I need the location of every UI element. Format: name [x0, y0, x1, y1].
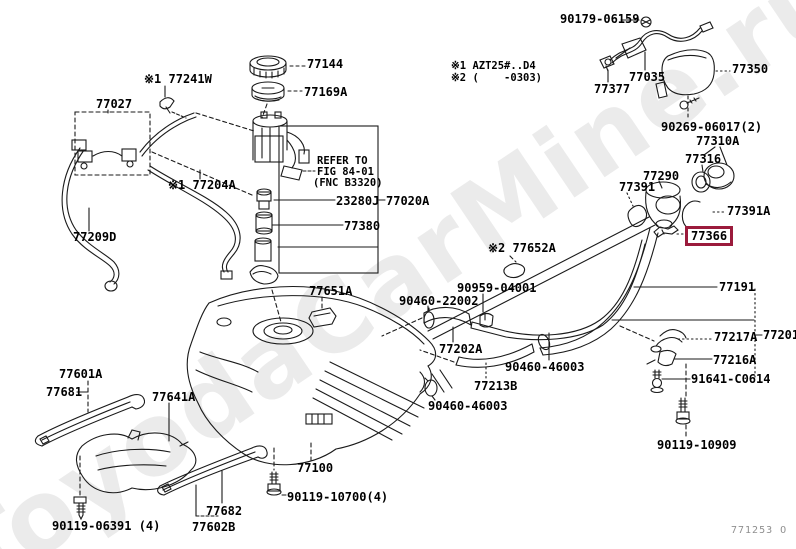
part-label-77366[interactable]: 77366: [685, 226, 734, 246]
cap-gasket-drawing: [251, 81, 285, 102]
part-label-77377[interactable]: 77377: [594, 82, 631, 96]
part-label-77682[interactable]: 77682: [206, 504, 243, 518]
part-label-77652A[interactable]: ※2 77652A: [488, 241, 556, 255]
part-label-90460-46003-upper[interactable]: 90460-46003: [505, 360, 585, 374]
part-label-77316[interactable]: 77316: [685, 152, 722, 166]
bracket-77217A-drawing: [650, 329, 687, 353]
part-label-77391A[interactable]: 77391A: [727, 204, 771, 218]
part-label-77391[interactable]: 77391: [619, 180, 656, 194]
part-label-77602B[interactable]: 77602B: [192, 520, 236, 534]
cap-ring-77316-drawing: [691, 171, 711, 193]
part-label-77201[interactable]: 77201: [763, 328, 796, 342]
part-label-77020A[interactable]: 77020A: [386, 194, 430, 208]
part-label-77216A[interactable]: 77216A: [713, 353, 757, 367]
bracket-77216A-drawing: [646, 349, 677, 367]
part-label-90460-22002[interactable]: 90460-22002: [399, 294, 479, 308]
fuel-filter-drawing: [256, 188, 272, 210]
part-label-77204A[interactable]: ※1 77204A: [168, 178, 236, 192]
part-label-90959-04001[interactable]: 90959-04001: [457, 281, 537, 295]
clip-77241W-drawing: [159, 97, 175, 114]
part-label-90119-10909[interactable]: 90119-10909: [657, 438, 737, 452]
part-label-23280J[interactable]: 23280J: [336, 194, 380, 208]
part-label-77380[interactable]: 77380: [344, 219, 381, 233]
part-label-77035[interactable]: 77035: [629, 70, 666, 84]
hose-set-77027-drawing: [74, 111, 151, 176]
part-label-77241W[interactable]: ※1 77241W: [144, 72, 212, 86]
bolt-10909-drawing: [675, 397, 691, 425]
part-label-77310A[interactable]: 77310A: [696, 134, 740, 148]
part-label-77209D[interactable]: 77209D: [73, 230, 117, 244]
part-label-77651A[interactable]: 77651A: [309, 284, 353, 298]
part-label-77144[interactable]: 77144: [307, 57, 344, 71]
part-label-77217A[interactable]: 77217A: [714, 330, 758, 344]
tube-77204A-drawing: [139, 112, 241, 280]
part-label-77202A[interactable]: 77202A: [439, 342, 483, 356]
figure-code: 771253 O: [731, 525, 788, 536]
part-label-90119-10700[interactable]: 90119-10700(4): [287, 490, 389, 504]
part-label-77601A[interactable]: 77601A: [59, 367, 103, 381]
part-label-90460-46003-lower[interactable]: 90460-46003: [428, 399, 508, 413]
hose-77209D-drawing: [61, 139, 120, 292]
bolt-10700-drawing: [266, 471, 282, 496]
part-label-91641-C0614[interactable]: 91641-C0614: [691, 372, 771, 386]
part-label-90269-06017[interactable]: 90269-06017(2): [661, 120, 763, 134]
part-label-77213B[interactable]: 77213B: [474, 379, 518, 393]
bolt-91641-drawing: [650, 369, 664, 394]
part-label-77681[interactable]: 77681: [46, 385, 83, 399]
refer-note-line-3: (FNC B3320): [313, 177, 383, 189]
refer-note-line-1: REFER TO: [317, 155, 368, 167]
part-label-77100[interactable]: 77100: [297, 461, 334, 475]
part-label-77169A[interactable]: 77169A: [304, 85, 348, 99]
part-label-77191[interactable]: 77191: [719, 280, 756, 294]
filler-cap-77310A-drawing: [703, 162, 735, 190]
part-label-90119-06391[interactable]: 90119-06391 (4): [52, 519, 161, 533]
fuel-cap-drawing: [249, 55, 287, 79]
part-label-77290[interactable]: 77290: [643, 169, 680, 183]
part-label-77027[interactable]: 77027: [96, 97, 133, 111]
note-asterisk-1: ※1 AZT25#..D4: [451, 60, 536, 72]
part-label-77641A[interactable]: 77641A: [152, 390, 196, 404]
part-label-77350[interactable]: 77350: [732, 62, 769, 76]
fuel-suction-tube-drawing: [249, 211, 279, 285]
note-asterisk-2: ※2 ( -0303): [451, 72, 542, 84]
refer-note-line-2: FIG 84-01: [317, 166, 374, 178]
seal-77391-drawing: [627, 204, 648, 228]
clamp-77366-drawing: [653, 225, 679, 238]
part-label-90179-06159[interactable]: 90179-06159: [560, 12, 640, 26]
